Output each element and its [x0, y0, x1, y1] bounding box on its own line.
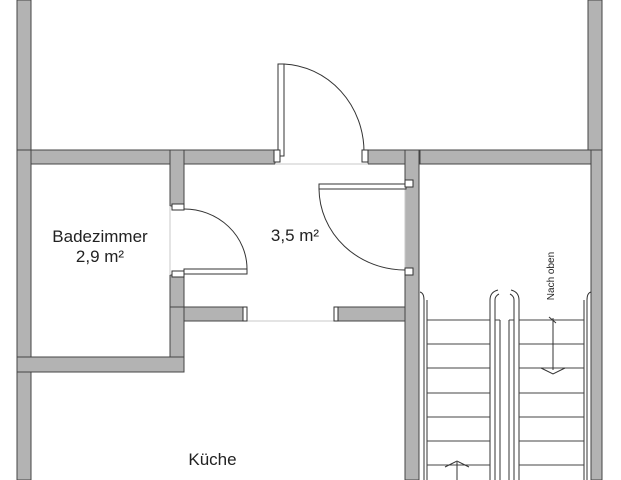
wall-bath-hall-lower — [169, 274, 185, 308]
wall-bath-bottom — [16, 356, 185, 373]
wall-left-lower — [16, 149, 32, 480]
stair-arrow-down-icon — [540, 316, 566, 375]
wall-bath-hall-upper — [169, 149, 185, 207]
room-label-bathroom: Badezimmer 2,9 m² — [30, 227, 170, 268]
wall-hall-right — [404, 149, 420, 480]
wall-right-lower — [590, 149, 603, 480]
staircase — [419, 289, 592, 480]
stairs-direction-label: Nach oben — [546, 246, 558, 306]
door-top — [273, 63, 369, 163]
door-stairwell — [318, 179, 414, 276]
room-label-hallway: 3,5 m² — [250, 226, 340, 246]
room-area: 2,9 m² — [75, 247, 125, 267]
wall-left-top — [16, 0, 32, 151]
wall-right-top — [587, 0, 603, 151]
room-label-kitchen: Küche — [160, 450, 265, 470]
door-kitchen-jambs — [242, 306, 339, 322]
room-name: Küche — [188, 450, 237, 469]
wall-h-top-left — [16, 149, 276, 165]
stairs-direction-text: Nach oben — [546, 251, 557, 301]
stair-arrow-up-icon — [444, 460, 470, 480]
door-bath — [171, 203, 248, 278]
wall-h-top-right — [419, 149, 603, 165]
room-area: 3,5 m² — [270, 226, 320, 245]
room-name: Badezimmer — [52, 227, 148, 246]
